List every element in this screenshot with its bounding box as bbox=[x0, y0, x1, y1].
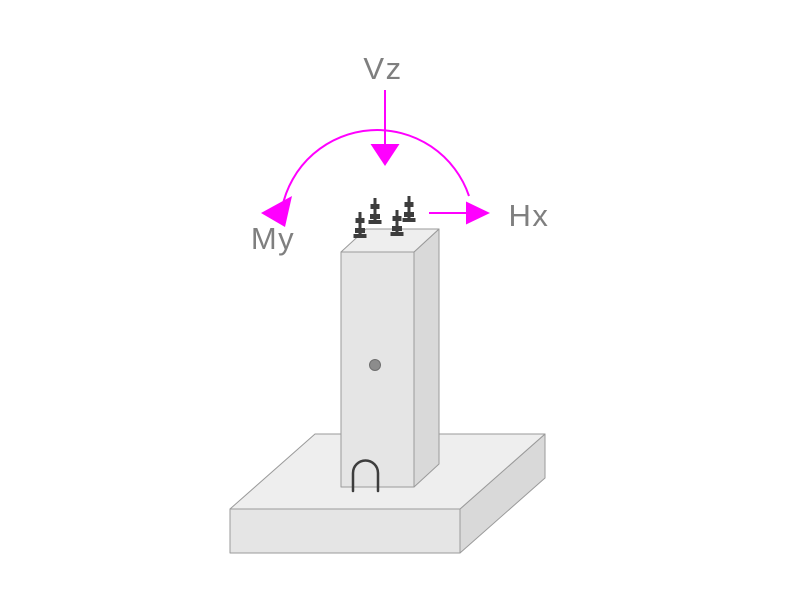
anchor-bolt-front-left bbox=[353, 212, 367, 238]
vz-arrowhead bbox=[370, 144, 400, 166]
label-vz: Vz bbox=[363, 51, 402, 86]
rebar-hook bbox=[351, 459, 380, 493]
load-vz bbox=[370, 90, 400, 166]
hx-arrowhead bbox=[466, 201, 490, 225]
pedestal-right-face bbox=[413, 228, 440, 488]
load-my bbox=[261, 129, 470, 227]
load-hx bbox=[429, 201, 490, 225]
my-moment-arc bbox=[281, 129, 470, 209]
my-arrowhead bbox=[261, 196, 292, 227]
anchor-bolts bbox=[353, 196, 416, 238]
anchor-bolt-back-right bbox=[402, 196, 416, 222]
pedestal-column bbox=[340, 228, 440, 493]
label-hx: Hx bbox=[509, 198, 550, 233]
footing-front-face bbox=[229, 508, 461, 554]
anchor-bolt-front-right bbox=[390, 210, 404, 236]
front-face-marker-dot bbox=[369, 359, 381, 371]
anchor-bolt-back-left bbox=[368, 198, 382, 224]
label-my: My bbox=[251, 221, 295, 256]
